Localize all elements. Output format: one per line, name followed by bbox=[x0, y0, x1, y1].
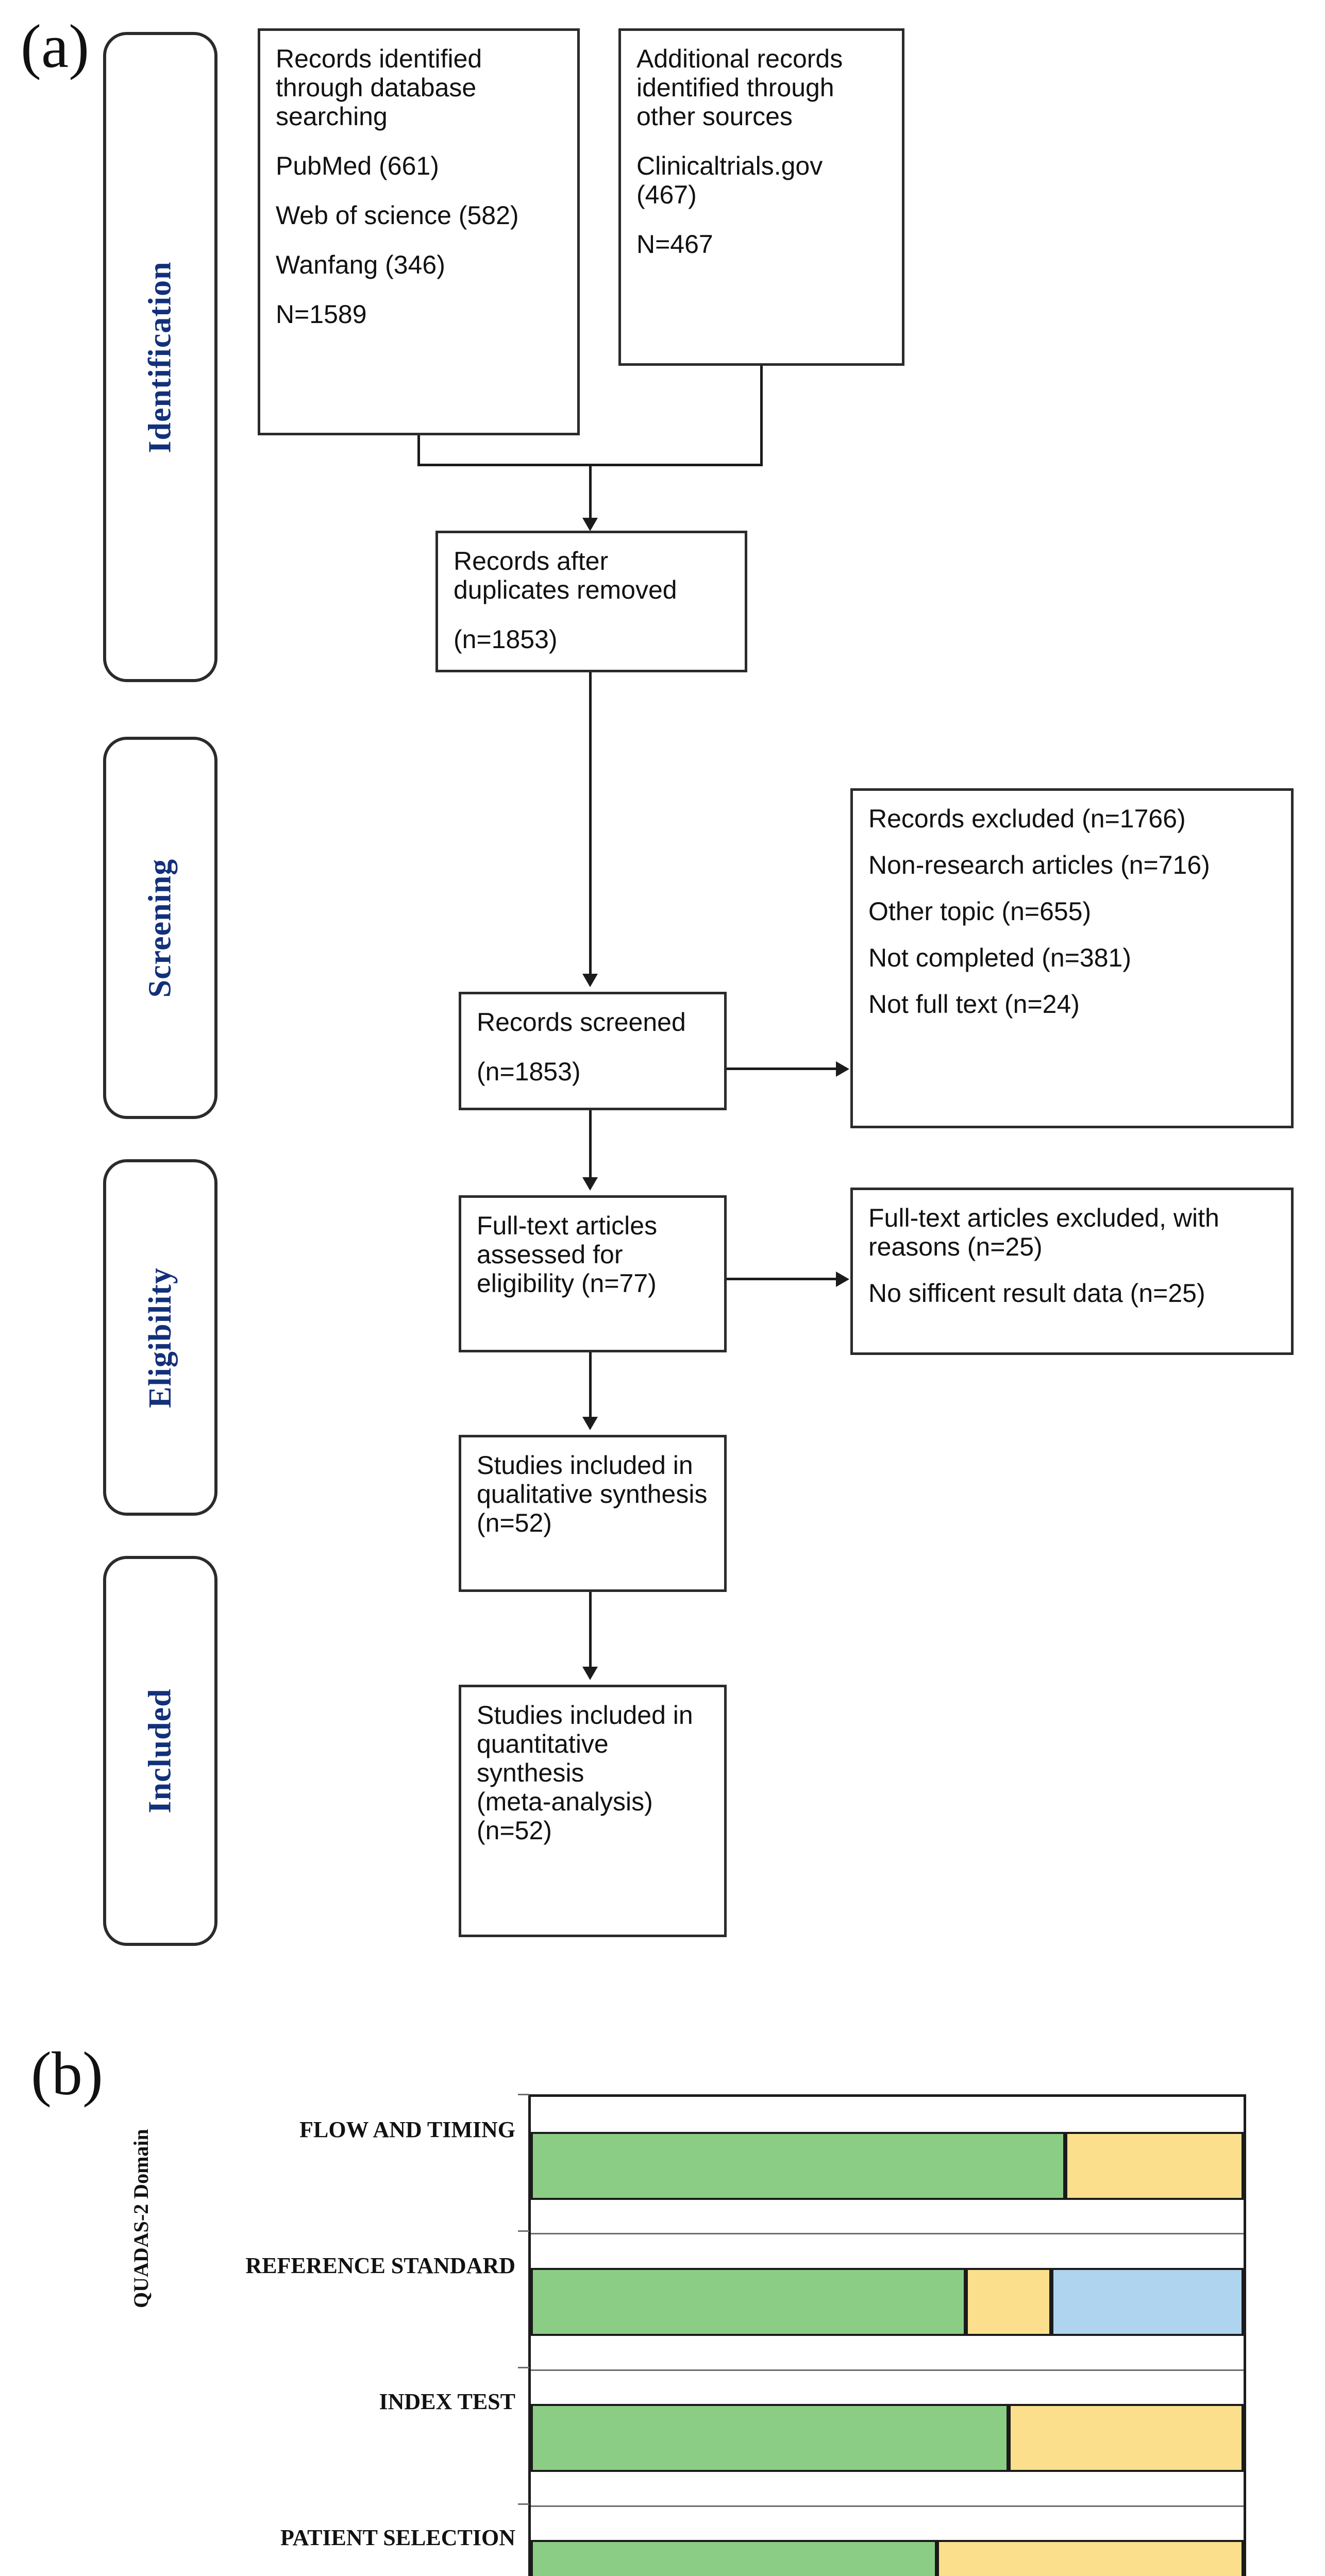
screened-title: Records screened bbox=[477, 1008, 686, 1037]
duplicates-count: (n=1853) bbox=[454, 625, 558, 654]
stage-screening: Screening bbox=[103, 737, 217, 1119]
gridline-2 bbox=[531, 2233, 1244, 2234]
chart-ylabel: QUADAS-2 Domain bbox=[129, 2129, 153, 2308]
connector-other-down bbox=[760, 366, 763, 466]
bar-segment-high bbox=[937, 2540, 1244, 2576]
box-records-screened: Records screened (n=1853) bbox=[459, 992, 727, 1110]
arrow-to-fulltext-excluded bbox=[836, 1272, 849, 1287]
db-search-pubmed: PubMed (661) bbox=[276, 151, 439, 180]
bar-patient-selection bbox=[531, 2540, 1244, 2576]
box-fulltext-excluded: Full-text articles excluded, with reason… bbox=[850, 1188, 1294, 1355]
connector-db-down bbox=[417, 435, 420, 466]
cat-label-patient-selection: PATIENT SELECTION bbox=[280, 2525, 515, 2550]
stage-eligibility: Eligibility bbox=[103, 1159, 217, 1516]
db-search-wos: Web of science (582) bbox=[276, 201, 519, 230]
ytick-0 bbox=[518, 2094, 529, 2095]
arrow-to-screened bbox=[582, 974, 598, 987]
box-other-sources: Additional records identified through ot… bbox=[618, 28, 904, 366]
quantitative-text: Studies included in quantitative synthes… bbox=[477, 1701, 693, 1787]
fulltext-excluded-title: Full-text articles excluded, with reason… bbox=[868, 1204, 1219, 1261]
excluded-othertopic: Other topic (n=655) bbox=[868, 897, 1092, 926]
panel-b-label: (b) bbox=[31, 2039, 103, 2108]
bar-index-test bbox=[531, 2404, 1244, 2472]
bar-segment-high bbox=[1065, 2132, 1244, 2200]
connector-merge-down bbox=[589, 464, 592, 523]
box-duplicates-removed: Records after duplicates removed (n=1853… bbox=[435, 531, 747, 672]
arrow-to-excluded bbox=[836, 1061, 849, 1077]
bar-segment-high bbox=[1008, 2404, 1244, 2472]
bar-reference-standard bbox=[531, 2268, 1244, 2336]
arrow-to-duplicates bbox=[582, 518, 598, 531]
bar-segment-low bbox=[531, 2540, 937, 2576]
ytick-1 bbox=[518, 2230, 529, 2232]
quantitative-count: (n=52) bbox=[477, 1816, 552, 1845]
db-search-title: Records identified through database sear… bbox=[276, 44, 482, 131]
cat-label-index-test: INDEX TEST bbox=[379, 2389, 515, 2414]
connector-screened-to-fulltext bbox=[589, 1110, 592, 1182]
gridline-4 bbox=[531, 2369, 1244, 2371]
connector-screened-to-excluded bbox=[727, 1067, 837, 1070]
quantitative-meta: (meta-analysis) bbox=[477, 1787, 653, 1816]
bar-segment-low bbox=[531, 2268, 966, 2336]
bar-segment-high bbox=[965, 2268, 1051, 2336]
plot-area bbox=[528, 2094, 1246, 2576]
bar-segment-unclear bbox=[1051, 2268, 1244, 2336]
fulltext-excluded-reason: No sifficent result data (n=25) bbox=[868, 1279, 1205, 1308]
panel-a-label: (a) bbox=[21, 12, 90, 80]
screened-count: (n=1853) bbox=[477, 1057, 581, 1086]
db-search-wanfang: Wanfang (346) bbox=[276, 250, 445, 279]
connector-qualitative-to-quantitative bbox=[589, 1592, 592, 1672]
ytick-2 bbox=[518, 2367, 529, 2368]
connector-duplicates-to-screened bbox=[589, 672, 592, 979]
box-database-search: Records identified through database sear… bbox=[258, 28, 580, 435]
connector-fulltext-to-qualitative bbox=[589, 1352, 592, 1422]
box-records-excluded: Records excluded (n=1766) Non-research a… bbox=[850, 788, 1294, 1128]
cat-label-flow-and-timing: FLOW AND TIMING bbox=[299, 2117, 515, 2142]
other-sources-title: Additional records identified through ot… bbox=[636, 44, 843, 131]
duplicates-title: Records after duplicates removed bbox=[454, 547, 677, 604]
other-sources-total: N=467 bbox=[636, 230, 713, 259]
connector-fulltext-to-excluded bbox=[727, 1278, 837, 1280]
gridline-6 bbox=[531, 2505, 1244, 2507]
arrow-to-fulltext bbox=[582, 1177, 598, 1191]
qualitative-text: Studies included in qualitative synthesi… bbox=[477, 1451, 708, 1537]
fulltext-assessed-text: Full-text articles assessed for eligibil… bbox=[477, 1211, 658, 1298]
excluded-nonresearch: Non-research articles (n=716) bbox=[868, 851, 1210, 879]
excluded-total: Records excluded (n=1766) bbox=[868, 804, 1186, 833]
stage-included: Included bbox=[103, 1556, 217, 1946]
bar-segment-low bbox=[531, 2404, 1009, 2472]
box-qualitative-synthesis: Studies included in qualitative synthesi… bbox=[459, 1435, 727, 1592]
excluded-notfulltext: Not full text (n=24) bbox=[868, 990, 1080, 1019]
box-fulltext-assessed: Full-text articles assessed for eligibil… bbox=[459, 1195, 727, 1352]
db-search-total: N=1589 bbox=[276, 300, 367, 329]
other-sources-ctgov: Clinicaltrials.gov (467) bbox=[636, 151, 823, 209]
stage-identification: Identification bbox=[103, 32, 217, 682]
excluded-notcompleted: Not completed (n=381) bbox=[868, 943, 1132, 972]
arrow-to-qualitative bbox=[582, 1417, 598, 1430]
arrow-to-quantitative bbox=[582, 1667, 598, 1680]
cat-label-reference-standard: REFERENCE STANDARD bbox=[245, 2253, 515, 2278]
bar-flow-and-timing bbox=[531, 2132, 1244, 2200]
box-quantitative-synthesis: Studies included in quantitative synthes… bbox=[459, 1685, 727, 1937]
bar-segment-low bbox=[531, 2132, 1066, 2200]
ytick-3 bbox=[518, 2503, 529, 2505]
